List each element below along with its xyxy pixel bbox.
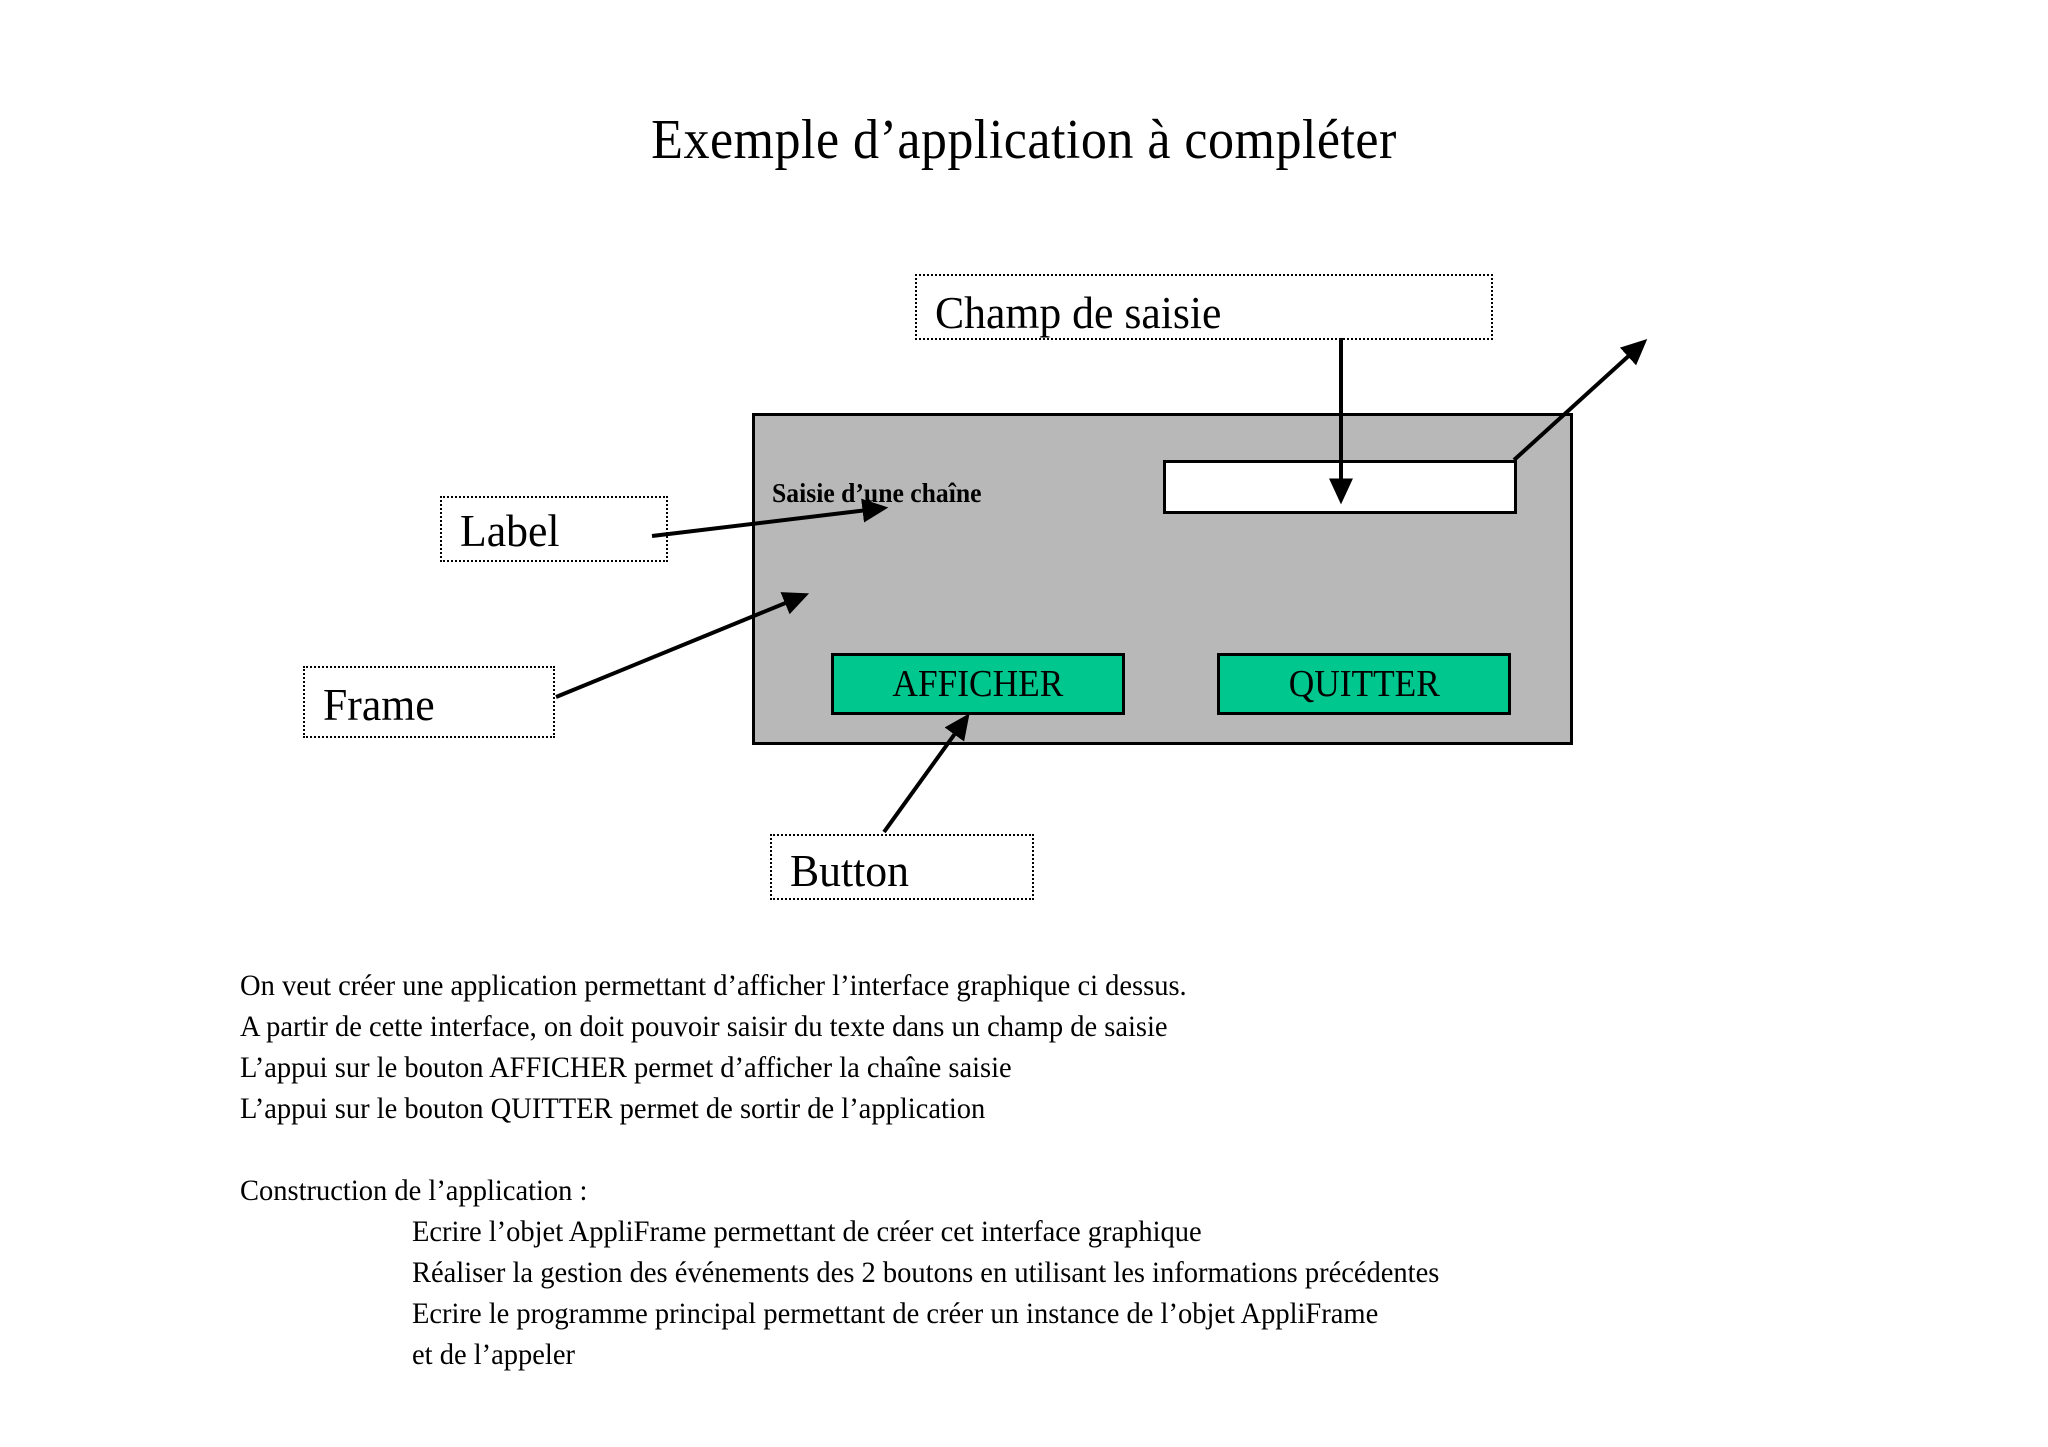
callout-button: Button — [770, 834, 1034, 900]
callout-champ-de-saisie: Champ de saisie — [915, 274, 1493, 340]
callout-champ-de-saisie-label: Champ de saisie — [935, 287, 1222, 338]
afficher-button[interactable]: AFFICHER — [831, 653, 1125, 715]
body-line-6: Ecrire l’objet AppliFrame permettant de … — [412, 1215, 1202, 1248]
body-line-4: L’appui sur le bouton QUITTER permet de … — [240, 1092, 986, 1125]
app-text-input[interactable] — [1163, 460, 1517, 514]
callout-frame: Frame — [303, 666, 555, 738]
body-line-7: Réaliser la gestion des événements des 2… — [412, 1256, 1440, 1289]
page-title: Exemple d’application à compléter — [651, 109, 1397, 171]
body-line-9: et de l’appeler — [412, 1338, 575, 1371]
body-line-8: Ecrire le programme principal permettant… — [412, 1297, 1379, 1330]
body-line-5: Construction de l’application : — [240, 1174, 588, 1207]
body-line-3: L’appui sur le bouton AFFICHER permet d’… — [240, 1051, 1012, 1084]
callout-frame-text: Frame — [323, 679, 435, 730]
callout-label-text: Label — [460, 505, 560, 556]
body-line-2: A partir de cette interface, on doit pou… — [240, 1010, 1168, 1043]
quitter-button-label: QUITTER — [1288, 663, 1440, 705]
callout-label: Label — [440, 496, 668, 562]
body-line-1: On veut créer une application permettant… — [240, 969, 1187, 1002]
app-field-label: Saisie d’une chaîne — [772, 478, 982, 508]
callout-button-text: Button — [790, 845, 909, 896]
quitter-button[interactable]: QUITTER — [1217, 653, 1511, 715]
afficher-button-label: AFFICHER — [892, 663, 1064, 705]
